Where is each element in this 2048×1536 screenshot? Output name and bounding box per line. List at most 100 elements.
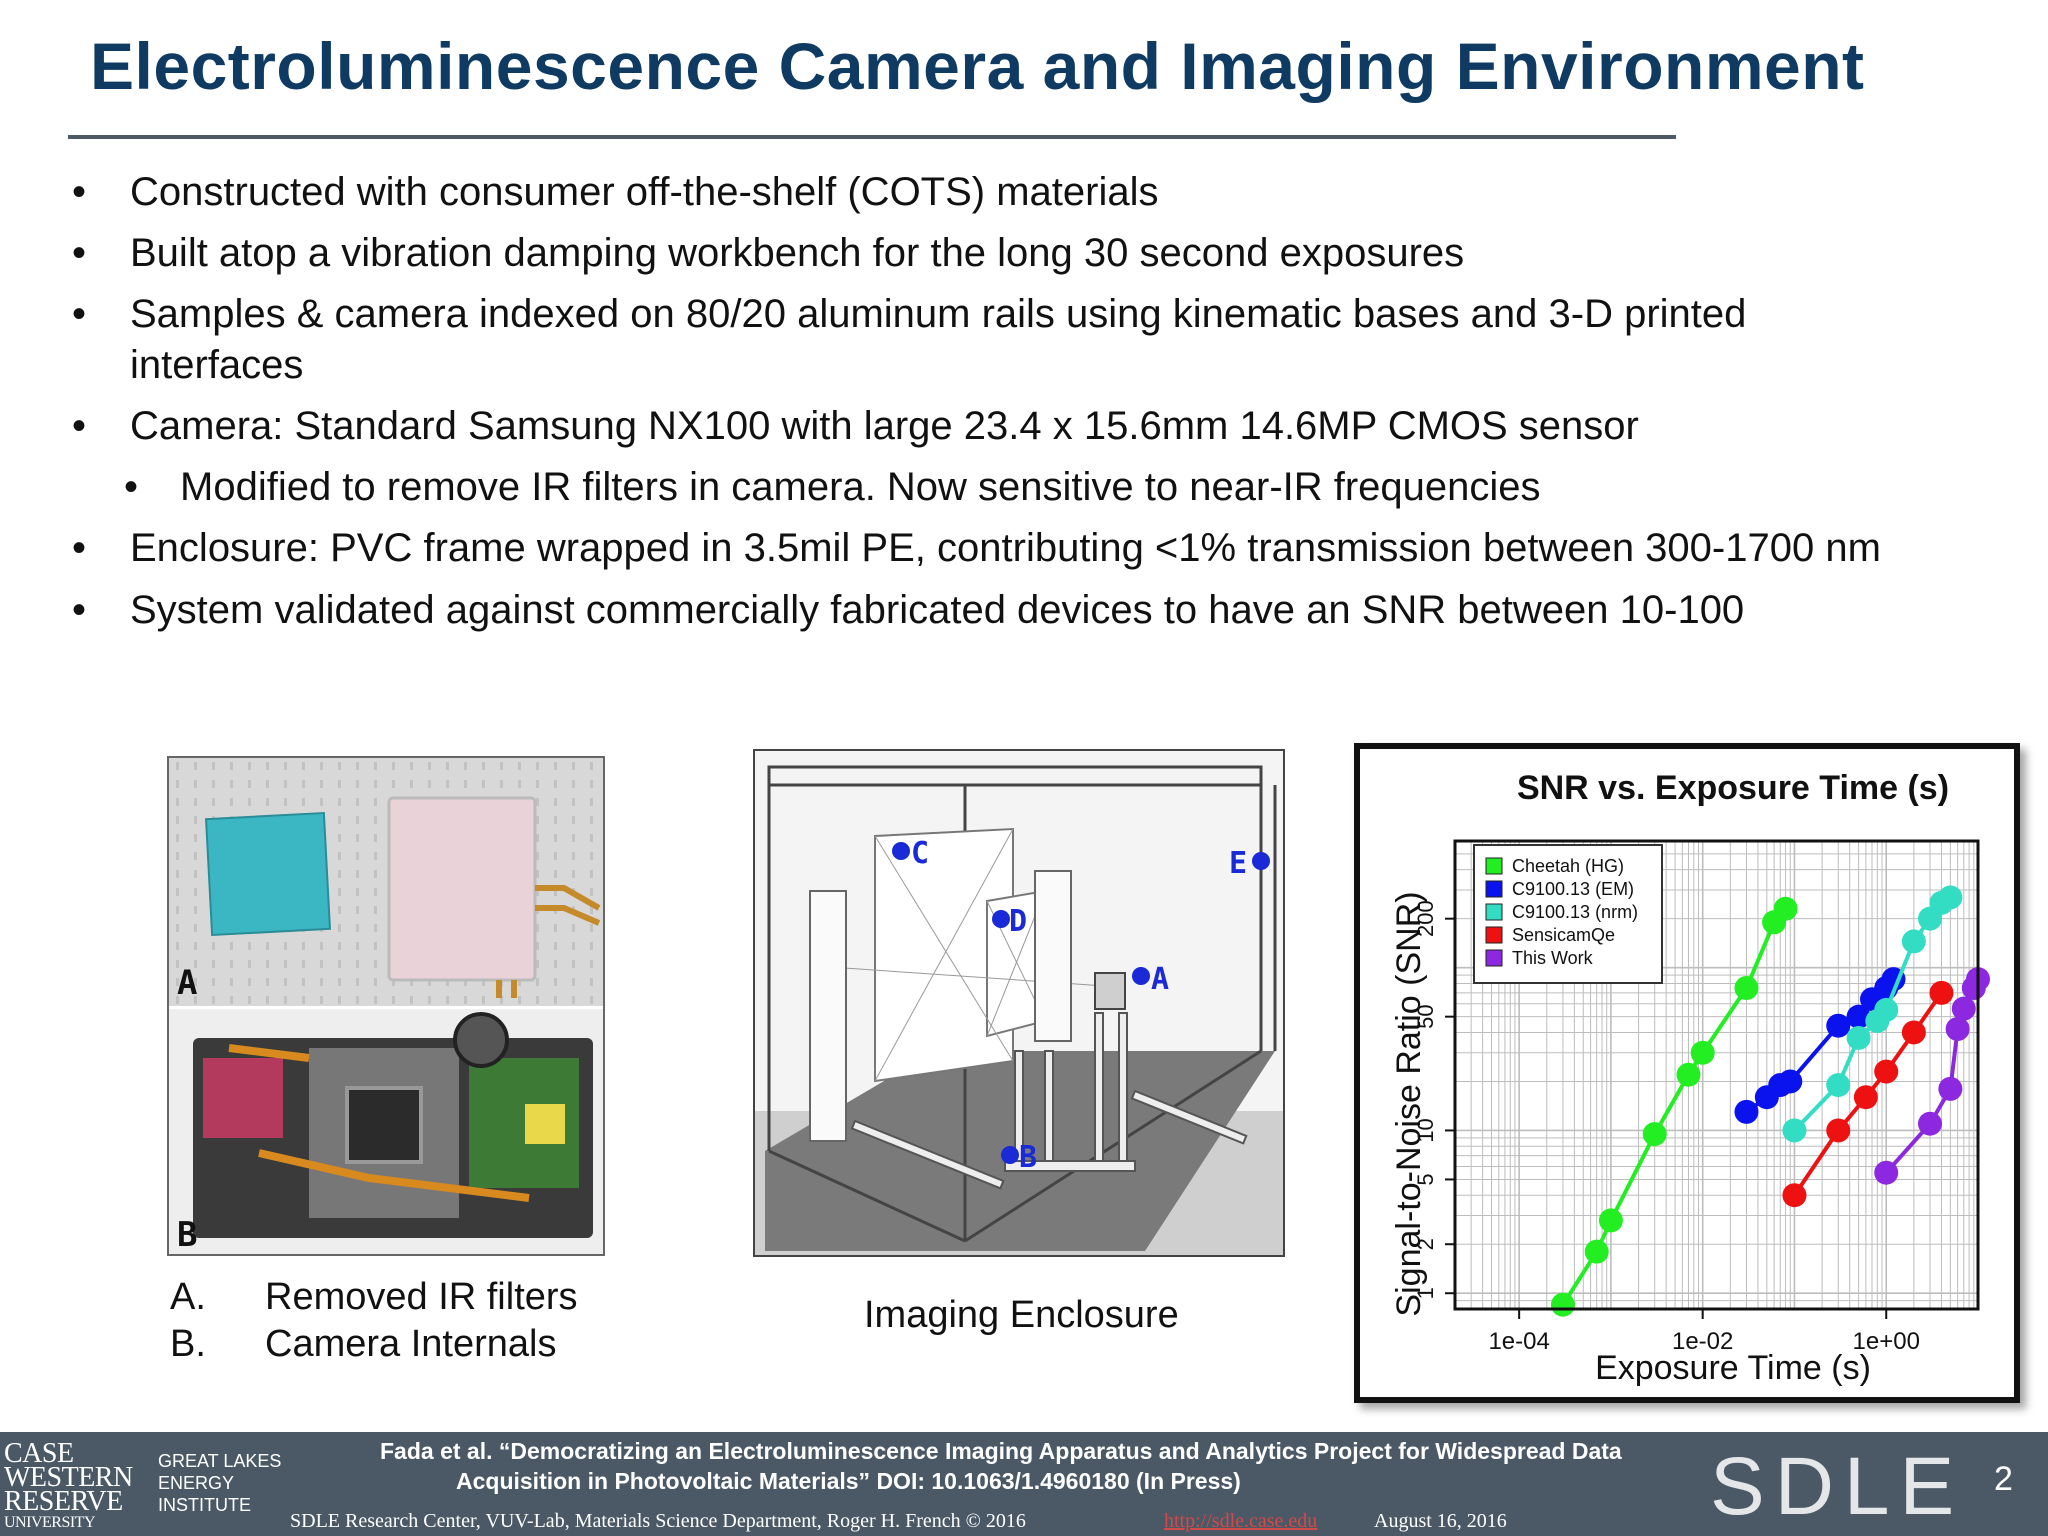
title-divider (68, 135, 1676, 139)
logo-line: WESTERN (4, 1462, 133, 1493)
bullet-item: •Constructed with consumer off-the-shelf… (72, 170, 1159, 215)
photo-label-a: A (177, 963, 197, 1003)
y-tick-label: 2 (1413, 1238, 1438, 1250)
bullet-item: •Camera: Standard Samsung NX100 with lar… (72, 404, 1639, 449)
data-point (1901, 1020, 1926, 1045)
logo-line: UNIVERSITY (4, 1514, 96, 1531)
bullet-continuation: interfaces (130, 343, 303, 388)
chart-y-axis-label: Signal-to-Noise Ratio (SNR) (1390, 891, 1428, 1316)
bullet-item: • Built atop a vibration damping workbenc… (72, 231, 1465, 276)
data-point (1918, 1111, 1943, 1136)
data-point (1846, 1004, 1871, 1029)
bullet-text: Built atop a vibration damping workbench… (130, 231, 1465, 275)
logo-line: CASE (4, 1438, 74, 1469)
sdle-brand-logo: SDLE (1710, 1441, 1965, 1532)
y-tick-label: 200 (1413, 900, 1438, 937)
legend-label: This Work (1512, 948, 1594, 968)
data-point (1846, 1025, 1871, 1050)
logo-line: ENERGY (158, 1473, 235, 1493)
data-point (1584, 1239, 1609, 1264)
x-tick-label: 1e-04 (1488, 1328, 1549, 1355)
data-point (1734, 976, 1759, 1001)
chart-legend-box (1473, 844, 1663, 984)
legend-swatch (1485, 903, 1503, 921)
footer-date: August 16, 2016 (1374, 1510, 1507, 1532)
legend-label: SensicamQe (1512, 925, 1615, 945)
data-point (1951, 996, 1976, 1021)
bullet-text: Samples & camera indexed on 80/20 alumin… (130, 292, 1747, 336)
enclosure-caption: Imaging Enclosure (864, 1294, 1179, 1336)
bullet-text: System validated against commercially fa… (130, 588, 1745, 632)
chart-title: SNR vs. Exposure Time (s) (1517, 769, 1949, 807)
data-point (1550, 1292, 1575, 1317)
enclosure-diagram: C D A B E (753, 749, 1285, 1257)
legend-swatch (1485, 857, 1503, 875)
bullet-dot-icon: • (72, 231, 87, 275)
data-point (1690, 1040, 1715, 1065)
logo-line: INSTITUTE (158, 1495, 251, 1515)
bullet-dot-icon: • (72, 170, 87, 214)
data-point (1945, 1016, 1970, 1041)
sub-bullet-item: • Modified to remove IR filters in camera… (124, 465, 1541, 510)
data-point (1938, 885, 1963, 910)
data-point (1676, 1062, 1701, 1087)
legend-label: C9100.13 (EM) (1512, 879, 1634, 899)
bullet-text: Enclosure: PVC frame wrapped in 3.5mil P… (130, 526, 1881, 570)
enclosure-label-c: C (911, 836, 929, 871)
chart-plot-frame (1453, 839, 1980, 1311)
camera-photo: A B (167, 756, 605, 1256)
footer-bar (0, 1432, 2048, 1536)
legend-swatch (1485, 926, 1503, 944)
citation-line-2: Acquisition in Photovoltaic Materials” D… (456, 1468, 1241, 1494)
data-point (1826, 1013, 1851, 1038)
bullet-text: interfaces (130, 343, 304, 387)
data-point (1853, 1085, 1878, 1110)
enclosure-label-e: E (1229, 846, 1247, 881)
data-point (1782, 1183, 1807, 1208)
x-tick-label: 1e+00 (1853, 1328, 1920, 1355)
bullet-text: Camera: Standard Samsung NX100 with larg… (130, 404, 1639, 448)
enclosure-label-a: A (1151, 962, 1169, 997)
data-point (1734, 1099, 1759, 1124)
y-tick-label: 1 (1413, 1287, 1438, 1299)
y-tick-label: 50 (1413, 1004, 1438, 1028)
bullet-text: Modified to remove IR filters in camera.… (180, 465, 1541, 509)
bullet-item: • System validated against commercially f… (72, 588, 1745, 633)
bullet-item: • Enclosure: PVC frame wrapped in 3.5mil … (72, 526, 1881, 571)
y-tick-label: 5 (1413, 1173, 1438, 1185)
great-lakes-energy-logo: GREAT LAKES ENERGY INSTITUTE (158, 1450, 281, 1516)
snr-chart-svg: SNR vs. Exposure Time (s) Exposure Time … (1390, 769, 1990, 1387)
caption-b-letter: B. (170, 1323, 206, 1365)
data-point (1598, 1208, 1623, 1233)
legend-swatch (1485, 880, 1503, 898)
legend-swatch (1485, 949, 1503, 967)
bullet-dot-icon: • (72, 588, 87, 632)
x-tick-label: 1e-02 (1672, 1328, 1733, 1355)
enclosure-label-b: B (1019, 1140, 1037, 1175)
data-point (1874, 997, 1899, 1022)
data-point (1826, 1118, 1851, 1143)
data-point (1938, 1076, 1963, 1101)
chart-x-axis-label: Exposure Time (s) (1595, 1349, 1871, 1387)
data-point (1901, 929, 1926, 954)
snr-chart: SNR vs. Exposure Time (s) Exposure Time … (1354, 743, 2020, 1403)
photo-label-b: B (177, 1215, 197, 1255)
enclosure-label-d: D (1009, 904, 1027, 939)
data-point (1773, 896, 1798, 921)
caption-a-letter: A. (170, 1276, 206, 1318)
citation-line-1: Fada et al. “Democratizing an Electrolum… (380, 1438, 1622, 1464)
legend-label: C9100.13 (nrm) (1512, 902, 1638, 922)
data-point (1642, 1122, 1667, 1147)
legend-label: Cheetah (HG) (1512, 856, 1624, 876)
caption-a-text: Removed IR filters (265, 1276, 578, 1318)
bullet-dot-icon: • (72, 526, 87, 570)
sdle-website-link[interactable]: http://sdle.case.edu (1164, 1510, 1318, 1532)
caption-b-text: Camera Internals (265, 1323, 557, 1365)
data-point (1778, 1069, 1803, 1094)
logo-line: GREAT LAKES (158, 1451, 282, 1471)
data-point (1874, 1059, 1899, 1084)
bullet-dot-icon: • (72, 292, 87, 336)
credit-text: SDLE Research Center, VUV-Lab, Materials… (290, 1510, 1026, 1532)
bullet-item: • Samples & camera indexed on 80/20 alumi… (72, 292, 1747, 337)
bullet-dot-icon: • (124, 465, 139, 509)
